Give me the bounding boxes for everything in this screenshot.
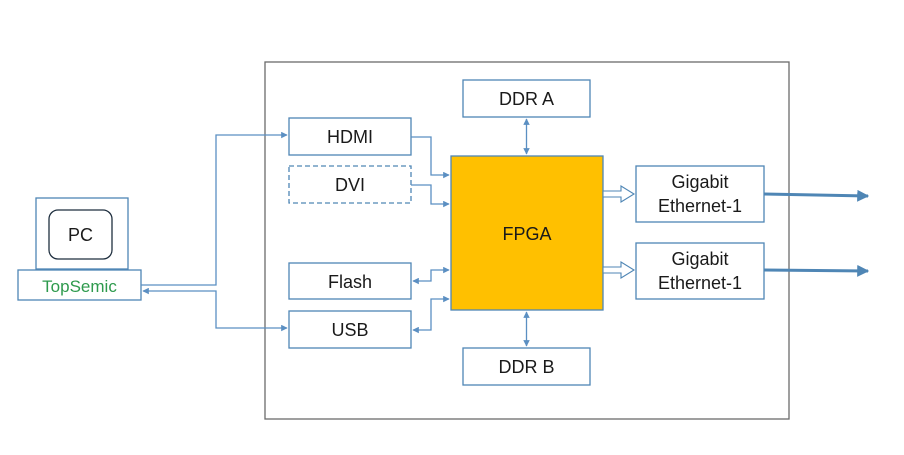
board-outline bbox=[264, 61, 790, 420]
block-arrow-fpga-eth-bottom bbox=[602, 261, 636, 279]
usb-block: USB bbox=[288, 310, 412, 349]
ddr-b-block: DDR B bbox=[462, 347, 591, 386]
ddr-b-label: DDR B bbox=[498, 357, 554, 377]
topsemic-label: TopSemic bbox=[42, 277, 117, 296]
connector-usb-pc bbox=[142, 287, 288, 332]
ethernet-top-block: Gigabit Ethernet-1 bbox=[635, 165, 765, 223]
dvi-label: DVI bbox=[335, 175, 365, 195]
fpga-label: FPGA bbox=[502, 224, 551, 244]
connector-flash-fpga bbox=[412, 266, 450, 285]
ethernet-bottom-output-arrow bbox=[763, 264, 870, 277]
connector-usb-fpga bbox=[412, 295, 450, 334]
ddr-a-label: DDR A bbox=[499, 89, 554, 109]
fpga-block: FPGA bbox=[450, 155, 604, 311]
ethernet-bottom-line2: Ethernet-1 bbox=[658, 273, 742, 293]
pc-monitor: PC bbox=[35, 197, 129, 270]
dvi-block: DVI bbox=[288, 165, 412, 204]
hdmi-block: HDMI bbox=[288, 117, 412, 156]
ethernet-bottom-block: Gigabit Ethernet-1 bbox=[635, 242, 765, 300]
block-arrow-fpga-eth-top bbox=[602, 185, 636, 203]
ethernet-bottom-line1: Gigabit bbox=[671, 249, 728, 269]
connector-hdmi-fpga bbox=[411, 136, 450, 179]
flash-label: Flash bbox=[328, 272, 372, 292]
ethernet-top-output-arrow bbox=[763, 189, 870, 202]
connector-dvi-fpga bbox=[411, 184, 450, 208]
flash-block: Flash bbox=[288, 262, 412, 300]
connector-pc-hdmi bbox=[141, 131, 288, 286]
ethernet-top-line2: Ethernet-1 bbox=[658, 196, 742, 216]
usb-label: USB bbox=[331, 320, 368, 340]
pc-label: PC bbox=[68, 225, 93, 245]
topsemic-box: TopSemic bbox=[17, 269, 142, 301]
ethernet-top-line1: Gigabit bbox=[671, 172, 728, 192]
hdmi-label: HDMI bbox=[327, 127, 373, 147]
ddr-a-block: DDR A bbox=[462, 79, 591, 118]
